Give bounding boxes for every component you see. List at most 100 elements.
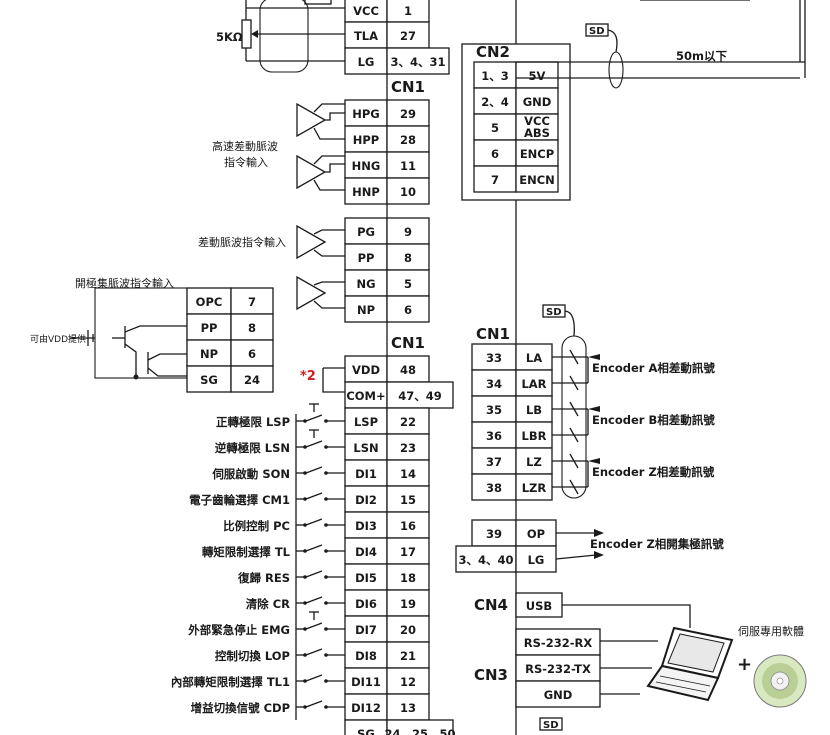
enc-pin-0: 33 <box>486 351 502 365</box>
di-signal-1: COM+ <box>346 389 385 403</box>
cable-length-label: 50m以下 <box>676 49 727 63</box>
di-pin-13: 13 <box>400 701 416 715</box>
encoder-output-shield: SD <box>542 304 587 499</box>
di-label-7: 轉矩限制選擇 TL <box>202 545 291 559</box>
cn2-pin-4: 7 <box>491 173 499 187</box>
enc-pin-4: 37 <box>486 455 502 469</box>
di-pin-5: 15 <box>400 493 416 507</box>
pin-number-lg: 3、4、31 <box>390 55 445 69</box>
cn1-header-right: CN1 <box>476 325 510 343</box>
oz-pin-0: 39 <box>486 527 502 541</box>
pulse-signal-5: PP <box>358 251 375 265</box>
pin-signal-tla: TLA <box>354 29 378 43</box>
enc-signal-5: LZR <box>522 481 547 495</box>
enc-pin-5: 38 <box>486 481 502 495</box>
cn3-signal-0: RS-232-RX <box>524 636 593 650</box>
di-signal-6: DI3 <box>355 519 377 533</box>
cn3-signal-1: RS-232-TX <box>525 662 591 676</box>
di-signal-7: DI4 <box>355 545 377 559</box>
pulse-signal-2: HNG <box>352 159 381 173</box>
pin-number-vcc: 1 <box>404 4 412 18</box>
oc-pin-0: 7 <box>248 295 256 309</box>
cn2-signal-3: ENCP <box>520 147 554 161</box>
cn2-pin-2: 5 <box>491 121 499 135</box>
di-pin-14: 24、25、50 <box>384 727 455 735</box>
cn3-header: CN3 <box>474 666 508 684</box>
cn4-signal-usb: USB <box>526 599 552 613</box>
di-signal-10: DI7 <box>355 623 377 637</box>
di-label-4: 伺服啟動 SON <box>211 467 290 481</box>
di-pin-1: 47、49 <box>398 389 442 403</box>
pulse-signal-0: HPG <box>352 107 380 121</box>
di-signal-4: DI1 <box>355 467 377 481</box>
oc-pin-1: 8 <box>248 321 256 335</box>
cn4-table: USB <box>515 592 563 618</box>
di-signal-0: VDD <box>352 363 380 377</box>
di-pin-9: 19 <box>400 597 416 611</box>
cn2-signal-1: GND <box>523 95 552 109</box>
cn2-pin-3: 6 <box>491 147 499 161</box>
top-pin-table: VCC 1 TLA 27 LG 3、4、31 <box>344 0 450 75</box>
pulse-signal-1: HPP <box>353 133 379 147</box>
di-pin-10: 20 <box>400 623 416 637</box>
di-pin-6: 16 <box>400 519 416 533</box>
di-label-5: 電子齒輪選擇 CM1 <box>189 493 290 507</box>
oc-signal-2: NP <box>200 347 218 361</box>
pulse-signal-7: NP <box>357 303 375 317</box>
di-pin-11: 21 <box>400 649 416 663</box>
sd-label-top: SD <box>589 26 605 37</box>
pulse-pin-7: 6 <box>404 303 412 317</box>
encoder-label-2: Encoder Z相差動訊號 <box>592 465 715 479</box>
pulse-pin-3: 10 <box>400 185 416 199</box>
pulse-pin-5: 8 <box>404 251 412 265</box>
highspeed-pulse-label-2: 指令輸入 <box>224 155 268 169</box>
di-signal-5: DI2 <box>355 493 377 507</box>
laptop-icon <box>646 626 734 702</box>
enc-pin-1: 34 <box>486 377 502 391</box>
cn3-signal-2: GND <box>544 688 573 702</box>
pulse-pin-6: 5 <box>404 277 412 291</box>
diff-pulse-label: 差動脈波指令輸入 <box>198 235 286 249</box>
encoder-label-1: Encoder B相差動訊號 <box>592 413 715 427</box>
software-disc-icon <box>753 654 807 708</box>
note-marker: *2 <box>300 369 316 384</box>
di-pin-7: 17 <box>400 545 416 559</box>
cn2-signal-2-a: VCC <box>524 114 550 128</box>
pin-number-tla: 27 <box>400 29 416 43</box>
di-label-10: 外部緊急停止 EMG <box>187 623 290 637</box>
cn2-pin-0: 1、3 <box>481 69 509 83</box>
di-signal-3: LSN <box>353 441 378 455</box>
sd-label-encoder: SD <box>546 307 562 318</box>
oz-signal-0: OP <box>527 527 545 541</box>
di-signal-12: DI11 <box>351 675 381 689</box>
pin-signal-vcc: VCC <box>353 4 379 18</box>
potentiometer-5k: 5KΩ <box>216 0 345 73</box>
cn4-header: CN4 <box>474 596 508 614</box>
oc-pin-2: 6 <box>248 347 256 361</box>
di-label-12: 內部轉矩限制選擇 TL1 <box>171 675 290 689</box>
di-pin-3: 23 <box>400 441 416 455</box>
oz-pin-1: 3、4、40 <box>458 553 513 567</box>
oz-signal-1: LG <box>528 553 545 567</box>
di-pin-8: 18 <box>400 571 416 585</box>
encoder-label-0: Encoder A相差動訊號 <box>592 361 715 375</box>
vdd-source-label: 可由VDD提供 <box>30 333 86 345</box>
highspeed-buffer-drivers: 高速差動脈波 指令輸入 <box>212 102 345 191</box>
cn2-signal-2-b: ABS <box>524 126 550 140</box>
di-signal-9: DI6 <box>355 597 377 611</box>
di-signal-2: LSP <box>354 415 378 429</box>
cn3-table: RS-232-RX RS-232-TX GND <box>515 628 601 708</box>
open-collector-label: 開極集脈波指令輸入 <box>75 276 174 290</box>
enc-pin-3: 36 <box>486 429 502 443</box>
di-signal-11: DI8 <box>355 649 377 663</box>
cn2-pin-1: 2、4 <box>481 95 509 109</box>
encoder-z-oc-label: Encoder Z相開集極訊號 <box>590 537 724 551</box>
pulse-pin-4: 9 <box>404 225 412 239</box>
enc-pin-2: 35 <box>486 403 502 417</box>
pulse-signal-4: PG <box>357 225 375 239</box>
sd-label-bottom: SD <box>543 720 559 731</box>
oc-pin-3: 24 <box>244 373 260 387</box>
